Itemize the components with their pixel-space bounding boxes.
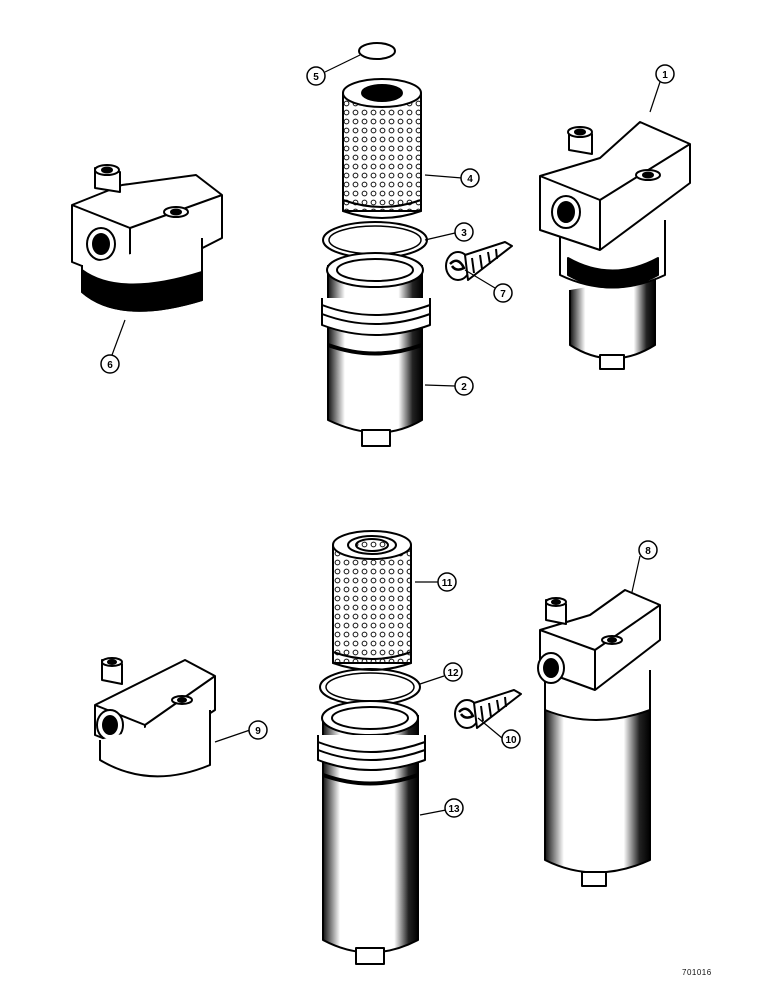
svg-text:12: 12 (447, 668, 459, 679)
o-ring-5 (358, 42, 396, 60)
filter-head-9 (94, 657, 216, 778)
callout-2: 2 (454, 376, 474, 396)
callout-1: 1 (655, 64, 675, 84)
svg-text:3: 3 (461, 228, 467, 239)
relief-valve-10 (454, 689, 522, 729)
filter-head-6 (71, 164, 223, 312)
callout-7: 7 (493, 283, 513, 303)
callout-11: 11 (437, 572, 457, 592)
callout-9: 9 (248, 720, 268, 740)
svg-text:5: 5 (313, 72, 319, 83)
filter-assembly-1 (539, 121, 691, 370)
svg-text:1: 1 (662, 70, 668, 81)
filter-bowl-13 (317, 700, 426, 965)
svg-text:2: 2 (461, 382, 467, 393)
figure-reference-number: 701016 (682, 968, 712, 977)
filter-element-4 (342, 78, 422, 219)
callouts: 1 2 3 4 5 6 7 8 9 10 11 12 13 (100, 64, 675, 818)
svg-text:13: 13 (448, 804, 460, 815)
filter-assembly-8 (537, 589, 661, 887)
svg-text:9: 9 (255, 726, 261, 737)
filter-bowl-2 (321, 252, 431, 447)
o-ring-12 (319, 668, 421, 706)
callout-6: 6 (100, 354, 120, 374)
leader-lines (111, 54, 661, 816)
callout-3: 3 (454, 222, 474, 242)
svg-text:10: 10 (505, 735, 517, 746)
callout-13: 13 (444, 798, 464, 818)
filter-element-11 (332, 530, 412, 671)
svg-text:7: 7 (500, 289, 506, 300)
svg-text:8: 8 (645, 546, 651, 557)
callout-10: 10 (501, 729, 521, 749)
svg-text:11: 11 (442, 578, 453, 589)
callout-5: 5 (306, 66, 326, 86)
callout-4: 4 (460, 168, 480, 188)
svg-text:6: 6 (107, 360, 113, 371)
relief-valve-7 (445, 241, 513, 281)
svg-text:4: 4 (467, 174, 473, 185)
callout-8: 8 (638, 540, 658, 560)
callout-12: 12 (443, 662, 463, 682)
